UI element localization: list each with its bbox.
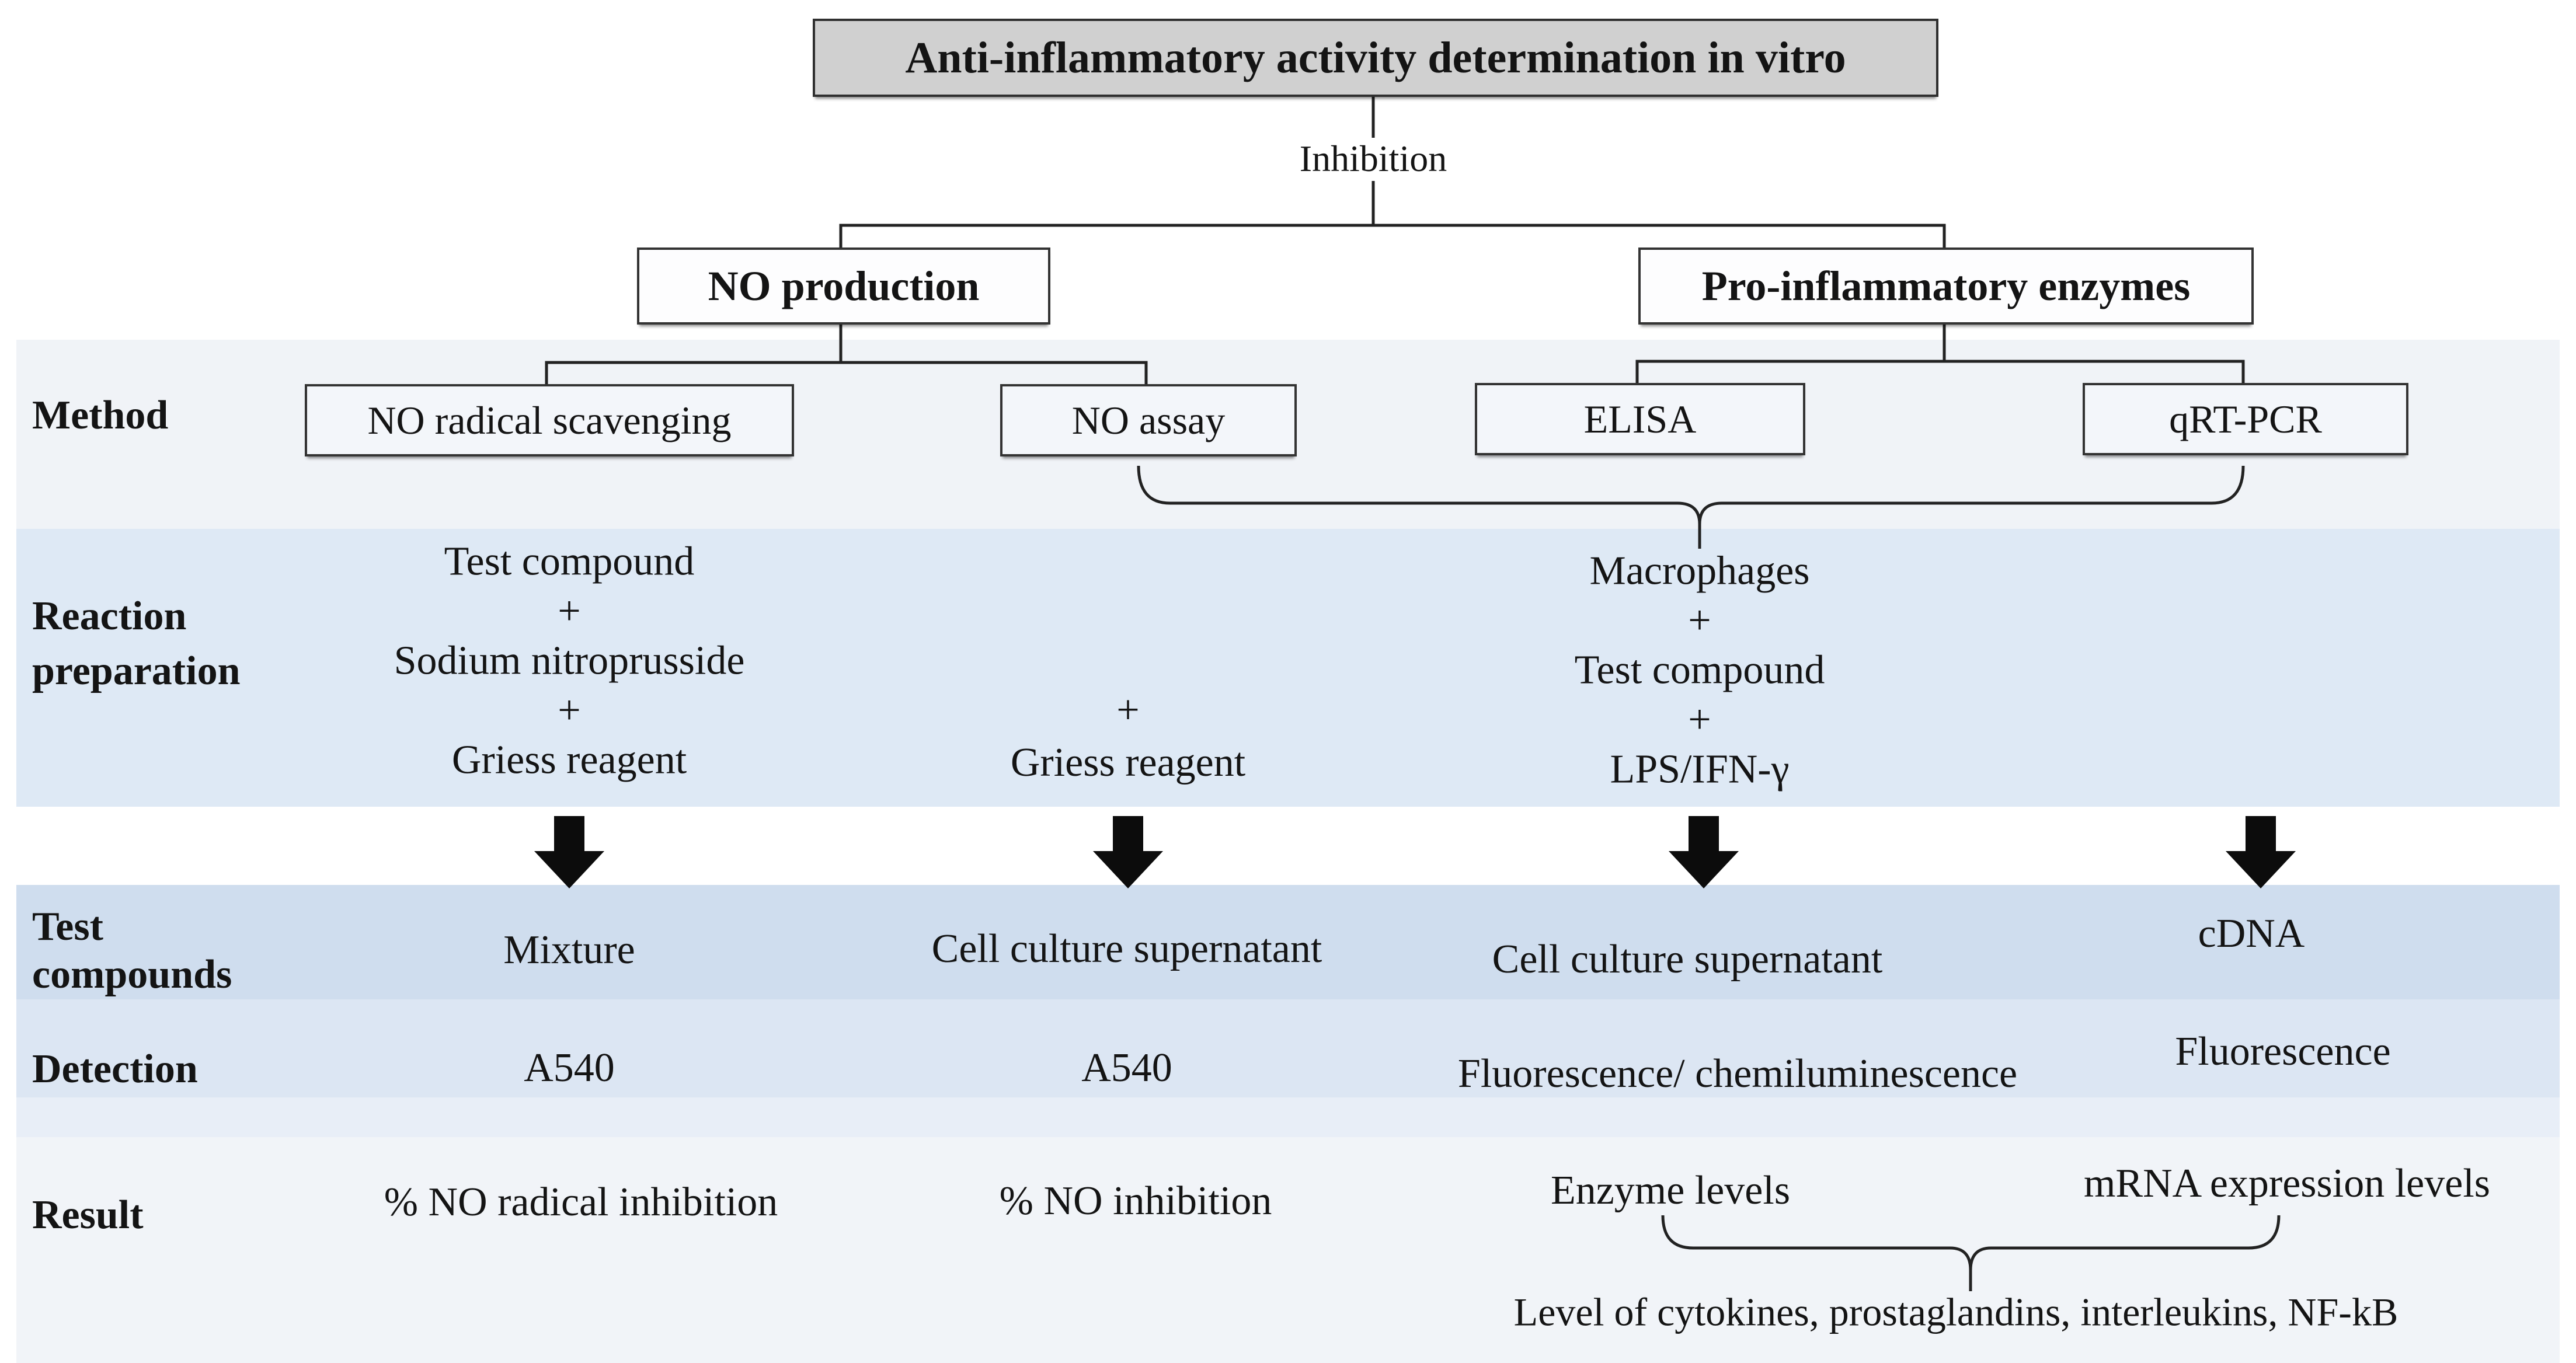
detection-row-band-lower [16, 1097, 2560, 1137]
reaction-ingredient: Griess reagent [1010, 740, 1246, 785]
method-box-label: NO assay [1071, 398, 1226, 442]
brace-methods-to-macrophages [1137, 465, 2245, 549]
row-label-test-compounds: Test compounds [32, 903, 232, 999]
down-arrow-icon [2226, 816, 2296, 888]
test-compound-mixture: Mixture [503, 928, 635, 972]
test-compound-cell-culture-supernatant: Cell culture supernatant [1492, 937, 1883, 982]
row-label-line: preparation [32, 649, 241, 693]
reaction-prep-no-assay: + Griess reagent [1011, 684, 1245, 789]
method-box-label: NO radical scavenging [367, 398, 732, 442]
row-label-detection: Detection [32, 1047, 198, 1092]
plus-sign: + [1688, 697, 1711, 742]
detection-a540: A540 [1081, 1045, 1172, 1090]
branch-no-production-label: NO production [708, 262, 980, 309]
method-box-no-assay: NO assay [1000, 384, 1297, 456]
row-label-result: Result [32, 1193, 144, 1237]
test-compounds-row-band [16, 885, 2560, 999]
result-row-band [16, 1137, 2560, 1363]
detection-fluorescence: Fluorescence [2175, 1029, 2391, 1074]
row-label-method: Method [32, 393, 169, 438]
inhibition-label: Inhibition [1299, 138, 1447, 179]
reaction-ingredient: Test compound [1574, 647, 1825, 693]
row-label-line: Test [32, 904, 103, 949]
method-box-label: ELISA [1583, 396, 1697, 441]
test-compound-cell-culture-supernatant: Cell culture supernatant [931, 926, 1322, 971]
title-box: Anti-inflammatory activity determination… [813, 19, 1938, 97]
down-arrow-icon [534, 816, 604, 888]
result-enzyme-levels: Enzyme levels [1550, 1168, 1791, 1213]
plus-sign: + [558, 688, 581, 733]
result-mrna-expression-levels: mRNA expression levels [2083, 1161, 2491, 1206]
test-compound-cdna: cDNA [2198, 911, 2305, 956]
page-title: Anti-inflammatory activity determination… [905, 33, 1846, 82]
row-label-reaction-preparation: Reaction preparation [32, 589, 241, 699]
plus-sign: + [1688, 598, 1711, 643]
brace-results-to-note [1661, 1215, 2281, 1291]
reaction-prep-macrophages: Macrophages + Test compound + LPS/IFN-γ [1575, 546, 1825, 794]
down-arrow-icon [1093, 816, 1163, 888]
branch-no-production: NO production [637, 247, 1050, 325]
reaction-prep-no-radical-scavenging: Test compound + Sodium nitroprusside + G… [394, 537, 745, 785]
result-no-radical-inhibition: % NO radical inhibition [384, 1180, 778, 1225]
reaction-ingredient: Test compound [444, 539, 695, 584]
method-box-elisa: ELISA [1475, 383, 1805, 455]
detection-fluorescence-chemiluminescence: Fluorescence/ chemiluminescence [1457, 1051, 2018, 1096]
method-box-qrt-pcr: qRT-PCR [2083, 383, 2408, 455]
row-label-line: compounds [32, 952, 232, 997]
result-no-inhibition: % NO inhibition [999, 1179, 1272, 1223]
detection-row-band [16, 999, 2560, 1097]
branch-pro-inflammatory-enzymes-label: Pro-inflammatory enzymes [1701, 262, 2191, 309]
reaction-ingredient: Macrophages [1589, 548, 1810, 594]
method-box-no-radical-scavenging: NO radical scavenging [305, 384, 794, 456]
down-arrow-icon [1669, 816, 1739, 888]
detection-a540: A540 [524, 1045, 615, 1090]
reaction-ingredient: Griess reagent [451, 737, 687, 783]
row-label-line: Reaction [32, 594, 187, 639]
plus-sign: + [558, 588, 581, 634]
method-box-label: qRT-PCR [2169, 396, 2322, 441]
branch-pro-inflammatory-enzymes: Pro-inflammatory enzymes [1638, 247, 2254, 325]
plus-sign: + [1116, 688, 1140, 733]
result-note-cytokines: Level of cytokines, prostaglandins, inte… [1513, 1289, 2399, 1334]
connector-split-branches [839, 224, 1946, 249]
connector-pro-inflammatory-split [1635, 320, 2245, 384]
reaction-preparation-row-band [16, 529, 2560, 807]
reaction-ingredient: Sodium nitroprusside [394, 638, 745, 684]
reaction-ingredient: LPS/IFN-γ [1610, 747, 1790, 792]
connector-no-production-split [545, 320, 1148, 385]
